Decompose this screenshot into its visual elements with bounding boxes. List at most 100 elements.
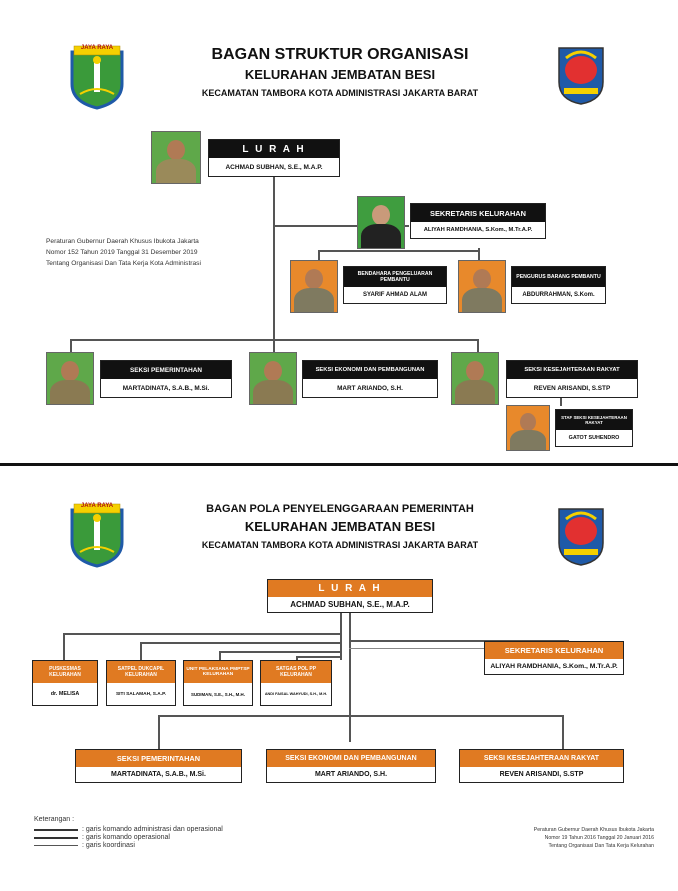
seksi-kesra-name: REVEN ARISANDI, S.STP (533, 384, 611, 392)
lurah-title: L U R A H (209, 140, 339, 158)
seksi-kesra-photo (451, 352, 499, 405)
legend-item: : garis komando administrasi dan operasi… (82, 826, 223, 833)
seksi-name: MARTADINATA, S.A.B., M.Si. (111, 771, 206, 778)
lurah-box: L U R A H ACHMAD SUBHAN, S.E., M.A.P. (208, 139, 340, 177)
connector (477, 339, 479, 352)
regulation-note: Peraturan Gubernur Daerah Khusus Ibukota… (46, 238, 201, 267)
unit-name: dr. MELISA (50, 691, 80, 697)
seksi-title: SEKSI PEMERINTAHAN (76, 750, 241, 767)
unit-title: UNIT PELAKSANA PMPTSP KELURAHAN (184, 661, 252, 683)
legend-line-ops (34, 837, 78, 839)
seksi-ekonomi-title: SEKSI EKONOMI DAN PEMBANGUNAN (303, 361, 437, 379)
connector (296, 656, 298, 660)
legend-item: : garis koordinasi (82, 842, 135, 849)
sekretaris-photo (357, 196, 405, 249)
page-subtitle: KELURAHAN JEMBATAN BESI (244, 519, 436, 534)
logo-motto: JAYA RAYA (80, 503, 114, 509)
seksi-ekonomi-photo (249, 352, 297, 405)
connector (560, 398, 562, 406)
seksi-kesra-box: SEKSI KESEJAHTERAAN RAKYAT REVEN ARISAND… (459, 749, 624, 783)
unit-title: PUSKESMAS KELURAHAN (33, 661, 97, 683)
page-title: BAGAN STRUKTUR ORGANISASI (211, 46, 469, 63)
pengurus-name: ABDURRAHMAN, S.Kom. (522, 292, 595, 298)
connector (340, 612, 342, 660)
section-divider (0, 463, 678, 466)
pengurus-box: PENGURUS BARANG PEMBANTU ABDURRAHMAN, S.… (511, 266, 606, 304)
unit-name: ANDI FAISAL WAHYUDI, S.H., M.H. (264, 692, 328, 696)
sekretaris-title: SEKRETARIS KELURAHAN (411, 204, 545, 222)
seksi-kesra-title: SEKSI KESEJAHTERAAN RAKYAT (507, 361, 637, 379)
connector (318, 250, 480, 252)
jakarta-emblem-logo (70, 45, 124, 110)
connector (219, 651, 340, 653)
bendahara-name: SYARIF AHMAD ALAM (363, 292, 427, 298)
seksi-pemerintahan-photo (46, 352, 94, 405)
jakarta-emblem-logo (70, 503, 124, 568)
seksi-title: SEKSI KESEJAHTERAAN RAKYAT (460, 750, 623, 767)
pengurus-photo (458, 260, 506, 313)
lurah-photo (151, 131, 201, 184)
unit-satgas-box: SATGAS POL PP KELURAHAN ANDI FAISAL WAHY… (260, 660, 332, 706)
seksi-ekonomi-box: SEKSI EKONOMI DAN PEMBANGUNAN MART ARIAN… (266, 749, 436, 783)
legend-line-coord (34, 845, 78, 846)
legend-title: Keterangan : (34, 816, 75, 823)
connector (562, 715, 564, 749)
page-district: KECAMATAN TAMBORA KOTA ADMINISTRASI JAKA… (201, 540, 479, 550)
lurah-name: ACHMAD SUBHAN, S.E., M.A.P. (290, 600, 410, 609)
staf-box: STAF SEKSI KESEJAHTERAAN RAKYAT GATOT SU… (555, 409, 633, 447)
connector (318, 250, 320, 262)
seksi-pemerintahan-box: SEKSI PEMERINTAHAN MARTADINATA, S.A.B., … (100, 360, 232, 398)
connector (273, 225, 409, 227)
lurah-name: ACHMAD SUBHAN, S.E., M.A.P. (225, 163, 323, 171)
bendahara-title: BENDAHARA PENGELUARAN PEMBANTU (344, 267, 446, 287)
unit-title: SATGAS POL PP KELURAHAN (261, 661, 331, 683)
unit-title: SATPEL DUKCAPIL KELURAHAN (107, 661, 175, 683)
unit-name: SUDIMAN, S.E., S.H., M.H. (191, 691, 245, 697)
connector (158, 715, 160, 749)
pengurus-title: PENGURUS BARANG PEMBANTU (512, 267, 605, 287)
unit-name: SITI SALAMAH, S.A.P. (115, 691, 167, 697)
seksi-name: REVEN ARISANDI, S.STP (499, 771, 584, 778)
connector (349, 612, 351, 742)
unit-satpel-box: SATPEL DUKCAPIL KELURAHAN SITI SALAMAH, … (106, 660, 176, 706)
connector (63, 633, 340, 635)
regulation-note: Peraturan Gubernur Daerah Khusus Ibukota… (533, 827, 654, 849)
connector (219, 651, 221, 660)
seksi-pemerintahan-name: MARTADINATA, S.A.B., M.Si. (122, 384, 210, 392)
staf-photo (506, 405, 550, 451)
connector (478, 248, 480, 262)
connector (296, 656, 341, 658)
seksi-name: MART ARIANDO, S.H. (314, 771, 388, 778)
west-jakarta-emblem-logo (558, 508, 604, 566)
connector (70, 339, 72, 352)
seksi-ekonomi-name: MART ARIANDO, S.H. (337, 384, 403, 392)
logo-motto: JAYA RAYA (80, 45, 114, 51)
staf-name: GATOT SUHENDRO (568, 435, 620, 441)
page-subtitle: KELURAHAN JEMBATAN BESI (244, 67, 436, 82)
connector (140, 642, 142, 660)
connector (349, 648, 569, 649)
sekretaris-box: SEKRETARIS KELURAHAN ALIYAH RAMDHANIA, S… (484, 641, 624, 675)
staf-title: STAF SEKSI KESEJAHTERAAN RAKYAT (556, 410, 632, 430)
unit-puskesmas-box: PUSKESMAS KELURAHAN dr. MELISA (32, 660, 98, 706)
connector (140, 642, 340, 644)
bendahara-box: BENDAHARA PENGELUARAN PEMBANTU SYARIF AH… (343, 266, 447, 304)
west-jakarta-emblem-logo (558, 47, 604, 105)
unit-ptsp-box: UNIT PELAKSANA PMPTSP KELURAHAN SUDIMAN,… (183, 660, 253, 706)
connector (158, 715, 562, 717)
connector (63, 633, 65, 660)
seksi-pemerintahan-box: SEKSI PEMERINTAHAN MARTADINATA, S.A.B., … (75, 749, 242, 783)
lurah-box: L U R A H ACHMAD SUBHAN, S.E., M.A.P. (267, 579, 433, 613)
sekretaris-box: SEKRETARIS KELURAHAN ALIYAH RAMDHANIA, S… (410, 203, 546, 239)
lurah-title: L U R A H (268, 580, 432, 597)
page-district: KECAMATAN TAMBORA KOTA ADMINISTRASI JAKA… (201, 88, 479, 98)
seksi-kesra-box: SEKSI KESEJAHTERAAN RAKYAT REVEN ARISAND… (506, 360, 638, 398)
seksi-pemerintahan-title: SEKSI PEMERINTAHAN (101, 361, 231, 379)
connector (273, 175, 275, 340)
page-title: BAGAN POLA PENYELENGGARAAN PEMERINTAH (206, 503, 474, 515)
sekretaris-name: ALIYAH RAMDHANIA, S.Kom., M.Tr.A.P. (423, 227, 533, 233)
bendahara-photo (290, 260, 338, 313)
seksi-ekonomi-box: SEKSI EKONOMI DAN PEMBANGUNAN MART ARIAN… (302, 360, 438, 398)
seksi-title: SEKSI EKONOMI DAN PEMBANGUNAN (267, 750, 435, 767)
legend-line-admin (34, 829, 78, 831)
